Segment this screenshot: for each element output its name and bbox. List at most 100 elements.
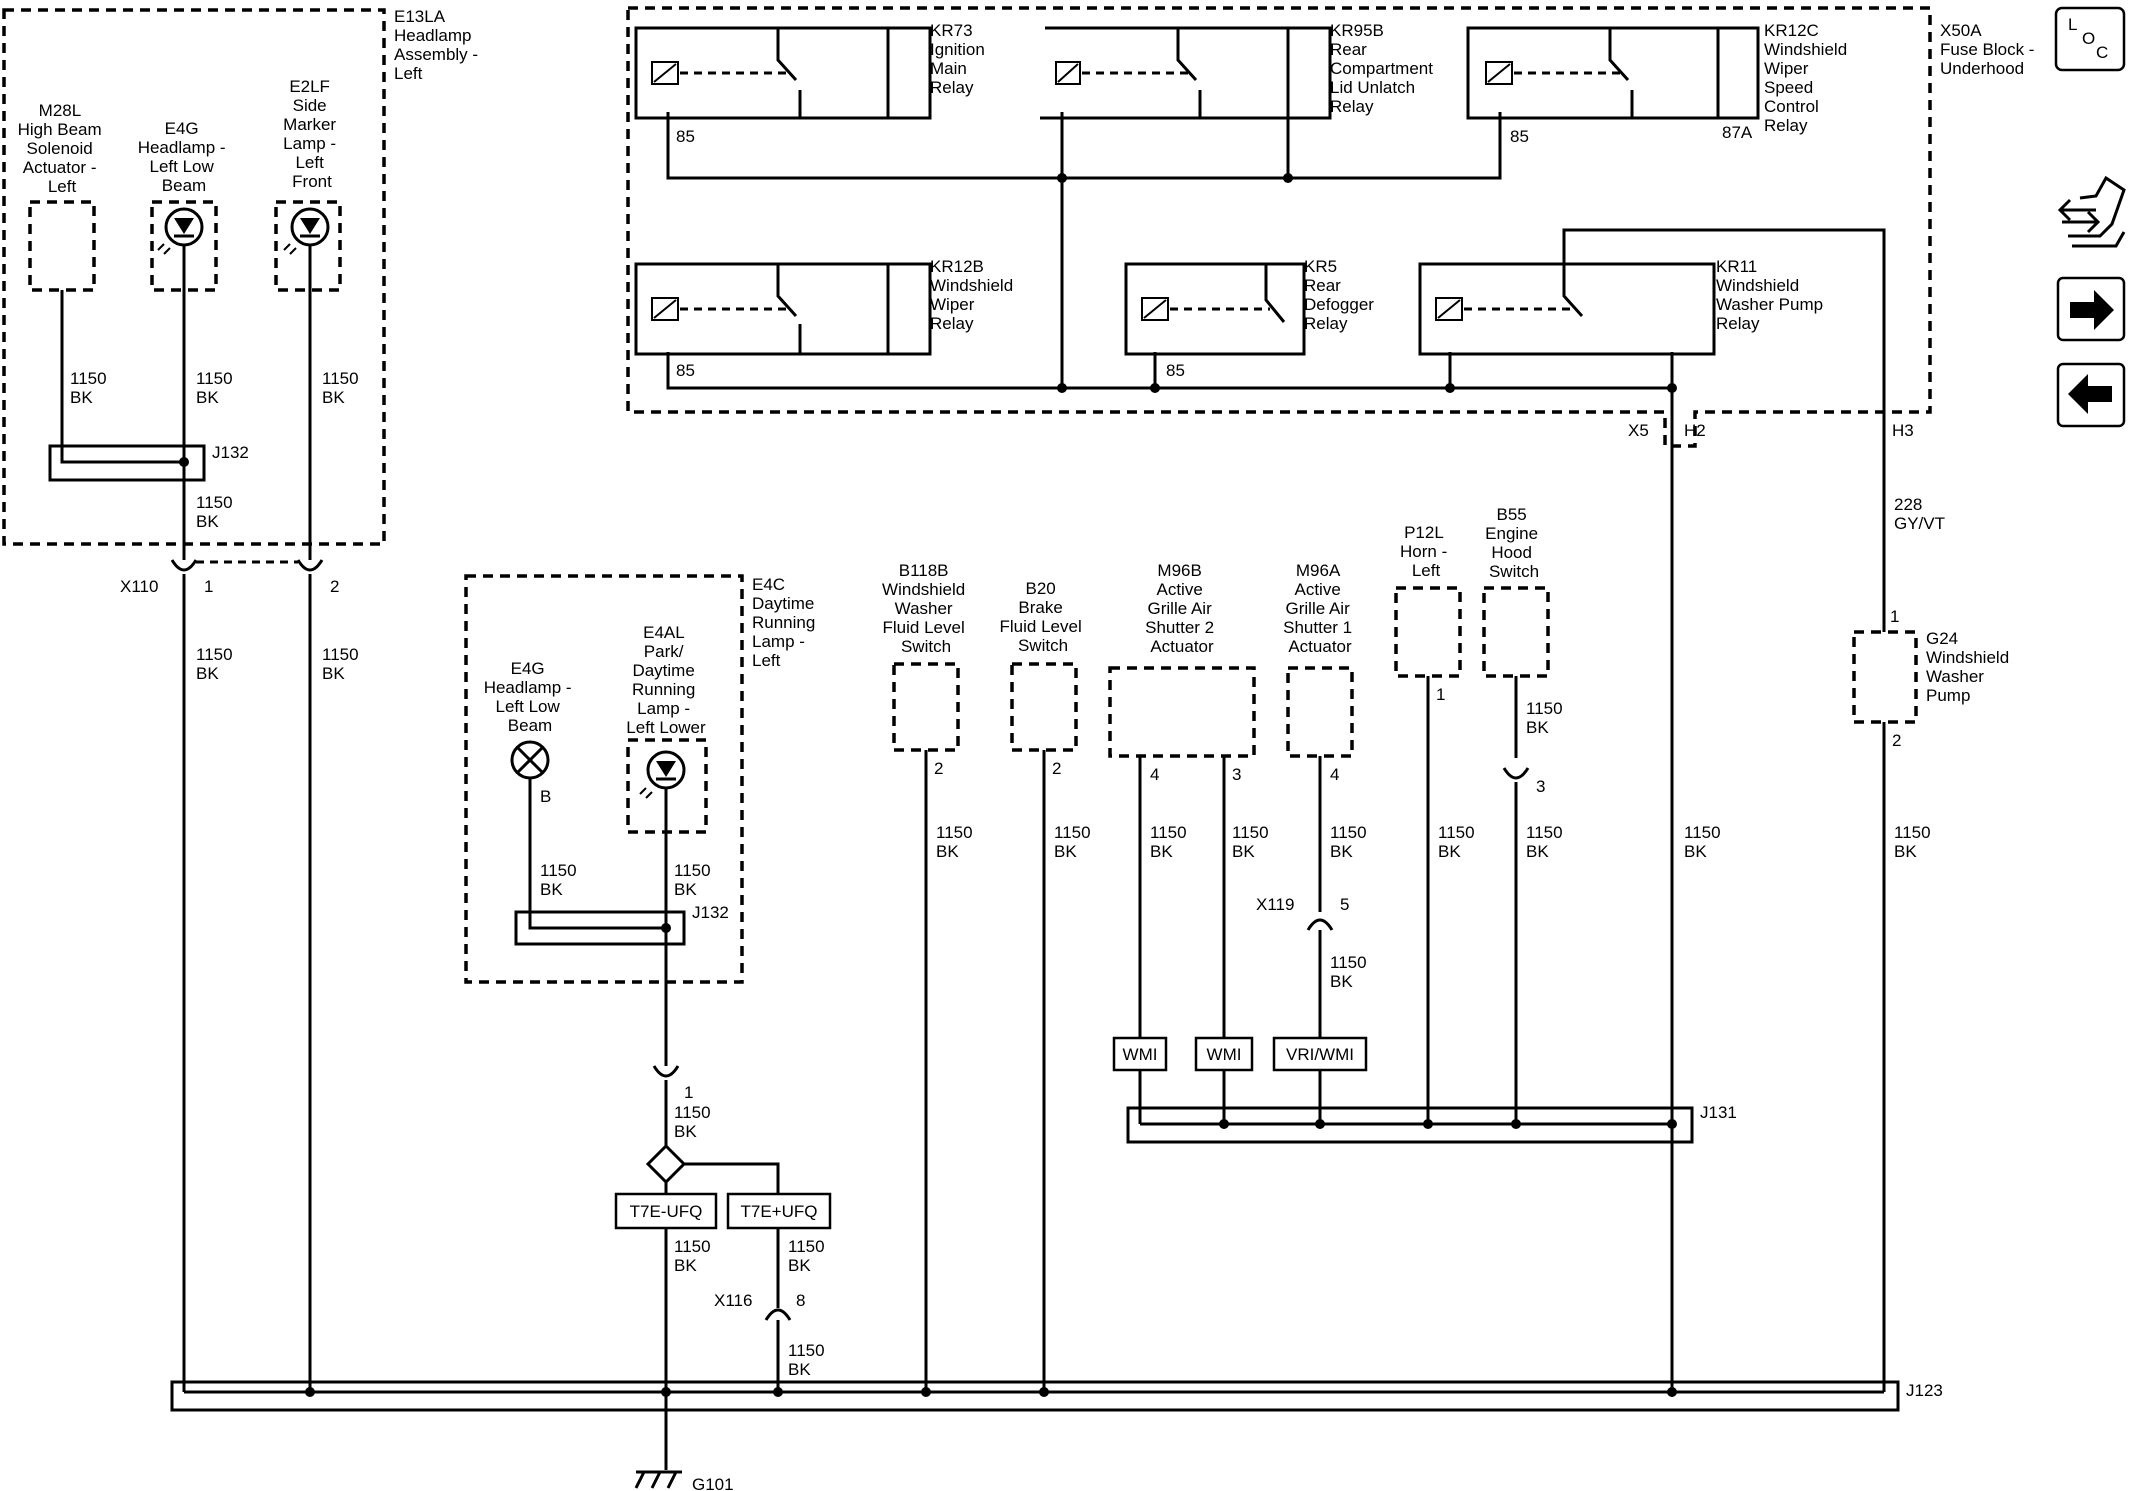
svg-text:WMI: WMI [1123, 1045, 1158, 1064]
splice-j132 [514, 910, 686, 946]
svg-text:1: 1 [204, 577, 213, 596]
svg-text:B20 Brake Fluid Le: B20 Brake Fluid Level Switch [1000, 579, 1087, 655]
headlamp-assembly-label: E13LA Headlamp Assembly - Left [394, 7, 483, 83]
relay-kr11: KR11 Windshield Washer Pump Relay [1418, 228, 1886, 620]
loc-icon: C [2096, 43, 2108, 62]
relay-kr5: 85 KR5 Rear Defogger Relay [1124, 257, 1379, 380]
svg-text:WMI: WMI [1207, 1045, 1242, 1064]
previous-page-button[interactable] [2056, 362, 2126, 428]
splice-j123-label: J123 [1906, 1381, 1943, 1400]
relay-kr11-label: KR11 Windshield Washer Pump Relay [1716, 257, 1828, 333]
pin-87a: 87A [1722, 123, 1753, 142]
svg-text:P12L Horn - Left: P12L Horn - Left [1400, 523, 1452, 580]
pin-h3: H3 [1892, 421, 1914, 440]
option-diamond [645, 1143, 687, 1185]
svg-text:5: 5 [1340, 895, 1349, 914]
relay-kr95b-label: KR95B Rear Compartment Lid Unlatch Relay [1330, 21, 1438, 116]
ground-g101-label: G101 [692, 1475, 734, 1491]
relay-kr95b: KR95B Rear Compartment Lid Unlatch Relay [1040, 21, 1438, 120]
drl-lamp-label: E4C Daytime Running Lamp - Left [752, 575, 820, 670]
next-page-icon [2070, 290, 2114, 330]
actuator-m96a: M96A Active Grille Air Shutter 1 Actuato… [1256, 561, 1368, 1124]
option-t7e-minus [614, 1192, 718, 1230]
svg-text:B55 Engine Hood: B55 Engine Hood Switch [1485, 505, 1543, 581]
svg-text:G24 Windshield Was: G24 Windshield Washer Pump [1926, 629, 2014, 705]
previous-page-icon [2068, 374, 2112, 414]
bulb-icon [510, 740, 550, 780]
option-wmi [1112, 1036, 1168, 1072]
svg-text:VRI/WMI: VRI/WMI [1286, 1045, 1354, 1064]
led-icon [157, 207, 204, 255]
relay-kr12c: 85 87A KR12C Windshield Wiper Speed Cont… [1466, 21, 1852, 146]
relay-kr12c-label: KR12C Windshield Wiper Speed Control Rel… [1764, 21, 1852, 135]
splice-j132-label: J132 [212, 443, 249, 462]
splice-j123: J123 [170, 1380, 1943, 1412]
connector-view-icon[interactable] [2057, 175, 2126, 248]
splice-j132 [48, 444, 206, 482]
svg-text:M96B Active Grille: M96B Active Grille Air Shutter 2 Actuato… [1145, 561, 1219, 656]
ground-icon [634, 1470, 682, 1489]
relay-kr5-label: KR5 Rear Defogger Relay [1304, 257, 1379, 333]
connector-x119-label: X119 [1256, 895, 1294, 914]
relay-kr12b: 85 KR12B Windshield Wiper Relay [634, 257, 1018, 380]
switch-b118b: B118B Windshield Washer Fluid Level Swit… [882, 561, 973, 1397]
option-t7e-plus [726, 1192, 832, 1230]
svg-text:B118B Windshield W: B118B Windshield Washer Fluid Level Swit… [882, 561, 970, 656]
e4g-label: E4G Headlamp - Left Low Beam [138, 119, 231, 195]
splice-j131: J131 [1126, 1103, 1737, 1144]
svg-text:1: 1 [1436, 685, 1445, 704]
svg-text:2: 2 [330, 577, 339, 596]
svg-text:3: 3 [1232, 765, 1241, 784]
led-icon [283, 207, 330, 255]
option-t7e-plus-label: T7E+UFQ [741, 1202, 818, 1221]
svg-text:4: 4 [1330, 765, 1339, 784]
relay-kr73: 85 KR73 Ignition Main Relay [634, 21, 985, 146]
svg-text:2: 2 [1892, 731, 1901, 750]
pin-85: 85 [1166, 361, 1185, 380]
drl-lamp-e4c: E4C Daytime Running Lamp - Left E4G Head… [464, 574, 820, 1066]
next-page-button[interactable] [2056, 276, 2126, 342]
svg-text:3: 3 [1536, 777, 1545, 796]
connector-x5: X5 [1628, 421, 1649, 440]
loc-button[interactable]: L O C [2054, 6, 2126, 72]
svg-text:4: 4 [1150, 765, 1159, 784]
fuse-block-label: X50A Fuse Block - Underhood [1940, 21, 2039, 78]
actuator-m96b: M96B Active Grille Air Shutter 2 Actuato… [1108, 561, 1269, 1124]
fuse-block-x50a: X50A Fuse Block - Underhood 85 KR73 Igni… [626, 6, 2039, 620]
svg-text:1: 1 [684, 1083, 693, 1102]
headlamp-assembly-e13la: E13LA Headlamp Assembly - Left M28L High… [2, 7, 483, 560]
connector-x110-label: X110 [120, 577, 158, 596]
e2lf-label: E2LF Side Marker Lamp - Left Front [283, 77, 341, 191]
svg-text:2: 2 [934, 759, 943, 778]
e4g-label: E4G Headlamp - Left Low Beam [484, 659, 577, 735]
relay-kr12b-label: KR12B Windshield Wiper Relay [930, 257, 1018, 333]
m28l-actuator [28, 200, 96, 292]
loc-icon: O [2082, 29, 2095, 48]
pin-85: 85 [676, 361, 695, 380]
